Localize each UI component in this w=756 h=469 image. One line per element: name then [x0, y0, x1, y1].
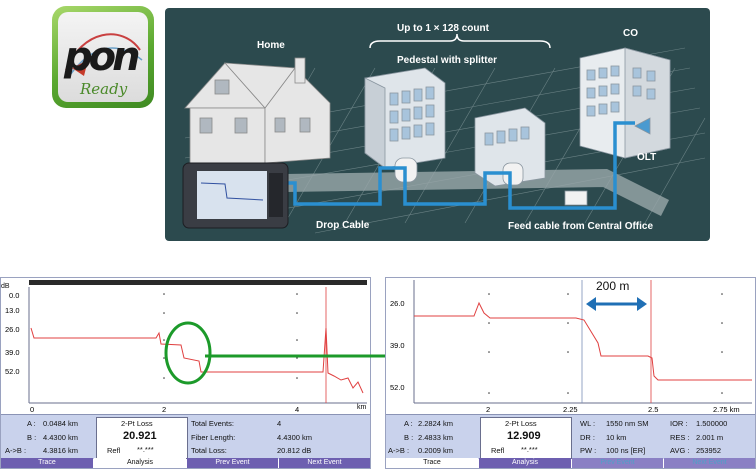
- trace-plot-zoomed[interactable]: [386, 278, 755, 413]
- ior-label: IOR :: [670, 419, 688, 428]
- trace-info-panel-zoomed: A : 2.2824 km B : 2.4833 km A->B : 0.200…: [386, 414, 755, 459]
- x-tick: 4: [295, 405, 300, 414]
- trace-tabs-zoomed: Trace Analysis Prev Event Next Event: [386, 458, 755, 468]
- label-olt: OLT: [637, 152, 657, 163]
- avg-label: AVG :: [670, 446, 690, 455]
- logo-badge: pon Ready: [58, 12, 148, 102]
- y-tick: 0.0: [9, 291, 20, 300]
- tab-analysis[interactable]: Analysis: [479, 458, 571, 468]
- pon-network-diagram: Home Up to 1 × 128 count Pedestal with s…: [165, 8, 710, 241]
- fiber-length-value: 4.4300 km: [277, 433, 313, 442]
- cursor-a-label: A :: [27, 419, 36, 428]
- otdr-device-icon: [182, 162, 289, 229]
- x-tick: 0: [30, 405, 35, 414]
- label-splitter-count: Up to 1 × 128 count: [397, 23, 489, 34]
- cursor-ab-label: A->B :: [5, 446, 27, 455]
- y-tick: 52.0: [390, 383, 405, 392]
- tab-next-event[interactable]: Next Event: [664, 458, 755, 468]
- y-tick: 39.0: [5, 348, 20, 357]
- trace-info-panel-full: A : 0.0484 km B : 4.4300 km A->B : 4.381…: [1, 414, 370, 459]
- trace-plot-full[interactable]: [1, 278, 370, 413]
- pw-value: 100 ns [ER]: [606, 446, 646, 455]
- cursor-a-value: 0.0484 km: [43, 419, 79, 428]
- tab-trace[interactable]: Trace: [1, 458, 93, 468]
- logo-swoosh-icon: [65, 33, 143, 76]
- central-office-building: [579, 47, 671, 159]
- tab-prev-event[interactable]: Prev Event: [187, 458, 278, 468]
- label-drop-cable: Drop Cable: [316, 220, 370, 231]
- trace-line: [30, 327, 364, 394]
- dr-label: DR :: [580, 433, 595, 442]
- cursor-ab-label: A->B :: [388, 446, 410, 455]
- cursor-ab-value: 4.3816 km: [43, 446, 79, 455]
- refl-value: **.***: [521, 445, 538, 454]
- cursor-b-value: 2.4833 km: [418, 433, 454, 442]
- label-home: Home: [257, 40, 285, 51]
- two-point-loss-box: 2-Pt Loss 12.909 Refl **.***: [480, 417, 572, 459]
- loss-value: 12.909: [507, 430, 541, 442]
- x-tick: 2: [486, 405, 491, 414]
- events-label: Total Events:: [191, 419, 234, 428]
- cursor-b-label: B :: [27, 433, 37, 442]
- tab-trace[interactable]: Trace: [386, 458, 478, 468]
- ior-value: 1.500000: [696, 419, 728, 428]
- loss-value: 20.921: [123, 430, 157, 442]
- network-illustration: [182, 33, 706, 234]
- avg-value: 253952: [696, 446, 722, 455]
- refl-label: Refl: [107, 446, 121, 455]
- label-feed-cable: Feed cable from Central Office: [508, 221, 654, 232]
- otdr-trace-window-zoomed: 200 m 26.0 39.0 52.0 2 2.25 2.5 2.75 km …: [385, 277, 756, 469]
- x-tick: 2: [162, 405, 167, 414]
- logo-subtitle: Ready: [80, 80, 128, 98]
- y-tick: 26.0: [390, 299, 405, 308]
- x-tick: 2.5: [648, 405, 659, 414]
- tab-next-event[interactable]: Next Event: [279, 458, 370, 468]
- res-label: RES :: [670, 433, 690, 442]
- fiber-path: [283, 121, 635, 210]
- cursor-ab-value: 0.2009 km: [418, 446, 454, 455]
- tab-prev-event[interactable]: Prev Event: [572, 458, 663, 468]
- trace-line-zoomed: [414, 301, 752, 381]
- y-tick: 26.0: [5, 325, 20, 334]
- refl-value: **.***: [137, 445, 154, 454]
- pedestal-splitter-large: [364, 67, 446, 183]
- x-tick: 2.25: [563, 405, 578, 414]
- events-value: 4: [277, 419, 282, 428]
- cursor-a-value: 2.2824 km: [418, 419, 454, 428]
- x-tick: 2.75 km: [713, 405, 740, 414]
- y-unit-label: dB: [1, 283, 10, 290]
- cursor-a-label: A :: [404, 419, 413, 428]
- home-house: [184, 57, 331, 164]
- pw-label: PW :: [580, 446, 597, 455]
- x-unit-label: km: [357, 404, 367, 411]
- y-tick: 13.0: [5, 306, 20, 315]
- pon-ready-logo: pon Ready: [52, 6, 154, 108]
- cursor-b-value: 4.4300 km: [43, 433, 79, 442]
- wl-label: WL :: [580, 419, 596, 428]
- splice-box: [564, 190, 588, 206]
- loss-title: 2-Pt Loss: [121, 419, 153, 428]
- trace-tabs-full: Trace Analysis Prev Event Next Event: [1, 458, 370, 468]
- tab-analysis[interactable]: Analysis: [94, 458, 186, 468]
- cursor-b-label: B :: [404, 433, 414, 442]
- label-co: CO: [623, 28, 638, 39]
- refl-label: Refl: [491, 446, 505, 455]
- loss-title: 2-Pt Loss: [505, 419, 537, 428]
- y-tick: 52.0: [5, 367, 20, 376]
- pedestal-splitter-small: [474, 107, 546, 187]
- logo-letters: pon: [64, 34, 141, 80]
- dr-value: 10 km: [606, 433, 627, 442]
- label-pedestal: Pedestal with splitter: [397, 55, 498, 66]
- otdr-trace-window-full: dB 0.0 13.0 26.0 39.0 52.0 0 2 4 km A : …: [0, 277, 371, 469]
- zoom-highlight-ellipse: [164, 321, 212, 385]
- fiber-length-label: Fiber Length:: [191, 433, 236, 442]
- two-point-loss-box: 2-Pt Loss 20.921 Refl **.***: [96, 417, 188, 459]
- distance-annotation: 200 m: [596, 279, 630, 293]
- res-value: 2.001 m: [696, 433, 724, 442]
- y-tick: 39.0: [390, 341, 405, 350]
- total-loss-value: 20.812 dB: [277, 446, 312, 455]
- total-loss-label: Total Loss:: [191, 446, 227, 455]
- wl-value: 1550 nm SM: [606, 419, 649, 428]
